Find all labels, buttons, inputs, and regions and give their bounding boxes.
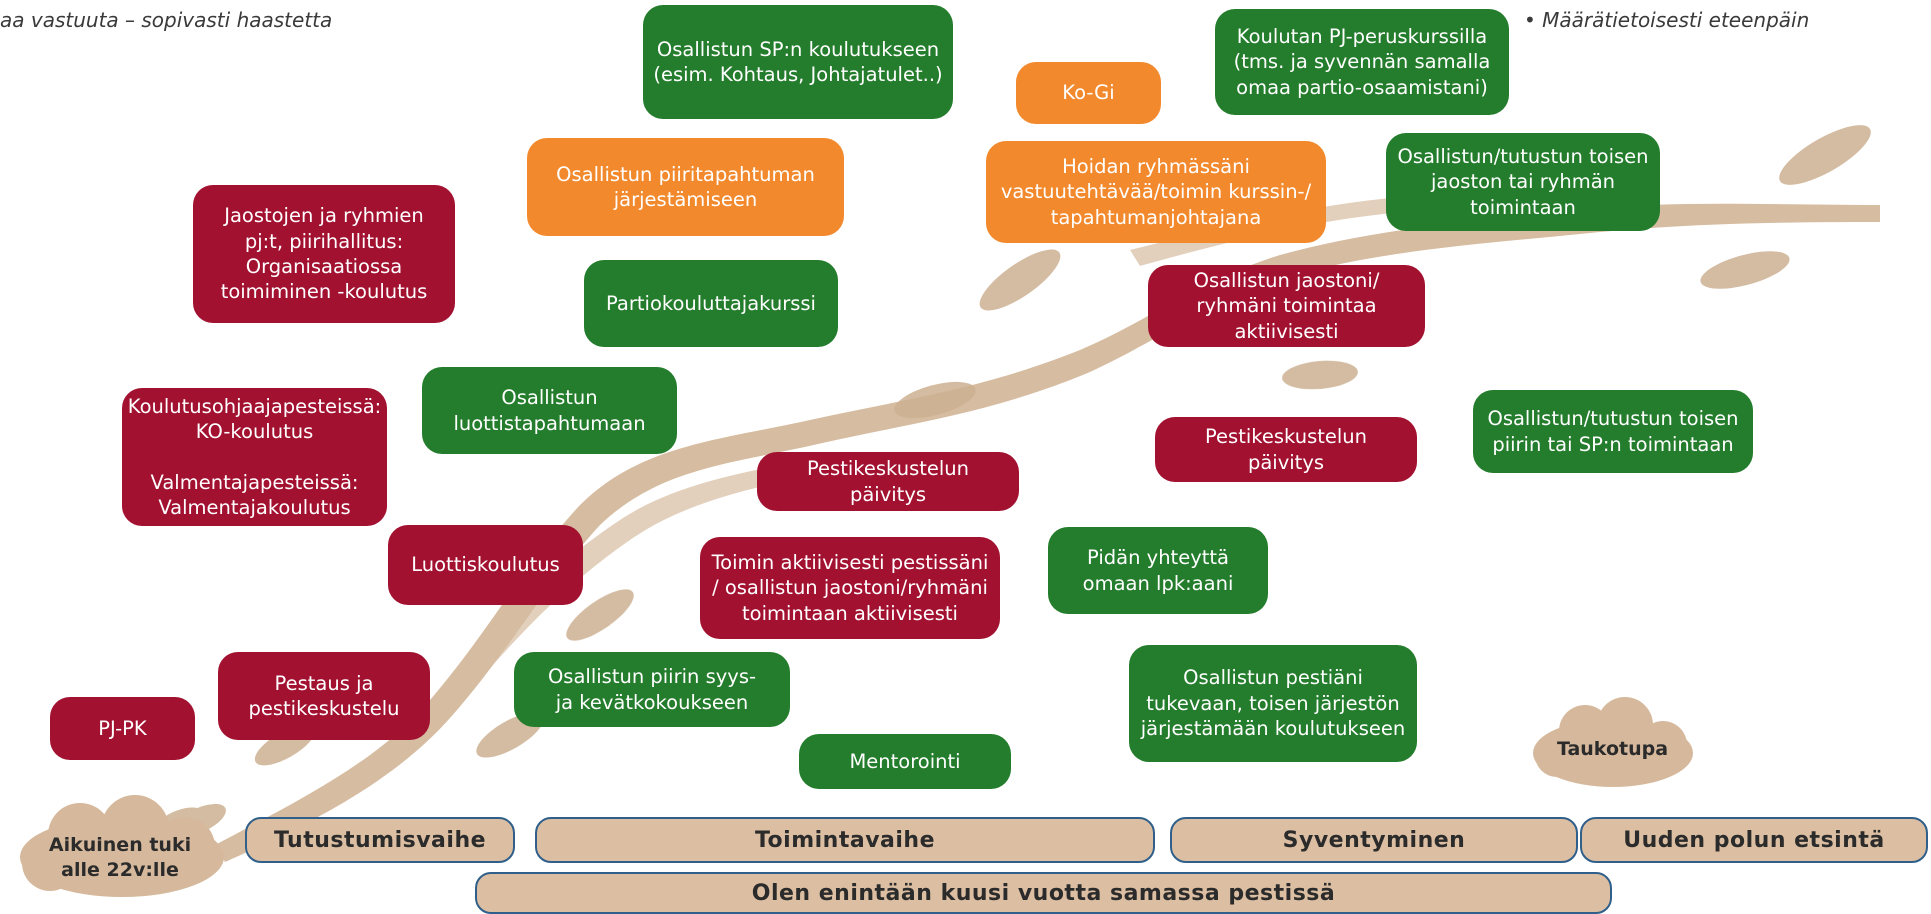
footprint bbox=[566, 589, 634, 641]
cloud-label-taukotupa: Taukotupa bbox=[1556, 738, 1669, 760]
box-pestikeskustelu-1: Pestikeskustelun päivitys bbox=[757, 452, 1019, 511]
phase-kuusi-vuotta: Olen enintään kuusi vuotta samassa pesti… bbox=[475, 872, 1612, 914]
cloud-taukotupa bbox=[1533, 697, 1693, 787]
phase-syventyminen: Syventyminen bbox=[1170, 817, 1578, 863]
cloud-label-aikuinen-tuki: Aikuinen tuki alle 22v:lle bbox=[48, 834, 192, 881]
box-syyskokous: Osallistun piirin syys- ja kevätkokoukse… bbox=[514, 652, 790, 727]
box-luottistapahtuma: Osallistun luottistapahtumaan bbox=[422, 367, 677, 454]
box-koulutan-pj-peruskurssilla: Koulutan PJ-peruskurssilla (tms. ja syve… bbox=[1215, 9, 1509, 115]
box-kogi: Ko-Gi bbox=[1016, 62, 1161, 124]
box-toimin-aktiivisesti: Toimin aktiivisesti pestissäni / osallis… bbox=[700, 537, 1000, 639]
box-osallistun-sp-koulutus: Osallistun SP:n koulutukseen (esim. Koht… bbox=[643, 5, 953, 119]
box-jaostoni-aktiivisesti: Osallistun jaostoni/ ryhmäni toimintaa a… bbox=[1148, 265, 1425, 347]
cloud-aikuinen-tuki bbox=[20, 795, 224, 897]
phase-uuden-polun-etsinta: Uuden polun etsintä bbox=[1580, 817, 1928, 863]
box-partiokouluttajakurssi: Partiokouluttajakurssi bbox=[584, 260, 838, 347]
phase-tutustumisvaihe: Tutustumisvaihe bbox=[245, 817, 515, 863]
footprint bbox=[1779, 125, 1871, 185]
footprint bbox=[894, 381, 976, 419]
box-luottiskoulutus: Luottiskoulutus bbox=[388, 525, 583, 605]
footprint bbox=[979, 249, 1061, 311]
box-pestikeskustelu-2: Pestikeskustelun päivitys bbox=[1155, 417, 1417, 482]
phase-toimintavaihe: Toimintavaihe bbox=[535, 817, 1155, 863]
box-mentorointi: Mentorointi bbox=[799, 734, 1011, 789]
footprint bbox=[1282, 360, 1358, 390]
box-yhteytta-lpk: Pidän yhteyttä omaan lpk:aani bbox=[1048, 527, 1268, 614]
box-pj-pk: PJ-PK bbox=[50, 697, 195, 760]
box-hoidan-vastuutehtavaa: Hoidan ryhmässäni vastuutehtävää/toimin … bbox=[986, 141, 1326, 243]
box-toisen-piirin: Osallistun/tutustun toisen piirin tai SP… bbox=[1473, 390, 1753, 473]
footprint bbox=[1700, 251, 1790, 289]
top-left-note: aa vastuuta – sopivasti haastetta bbox=[0, 8, 333, 32]
box-toisen-jaoston: Osallistun/tutustun toisen jaoston tai r… bbox=[1386, 133, 1660, 231]
box-koulutusohjaaja: Koulutusohjaajapesteissä: KO-koulutus Va… bbox=[122, 388, 387, 526]
box-piiritapahtuma: Osallistun piiritapahtuman järjestämisee… bbox=[527, 138, 844, 236]
box-tukevaan-koulutukseen: Osallistun pestiäni tukevaan, toisen jär… bbox=[1129, 645, 1417, 762]
box-pestaus: Pestaus ja pestikeskustelu bbox=[218, 652, 430, 740]
top-right-note: • Määrätietoisesti eteenpäin bbox=[1524, 8, 1810, 32]
box-jaostojen-koulutus: Jaostojen ja ryhmien pj:t, piirihallitus… bbox=[193, 185, 455, 323]
